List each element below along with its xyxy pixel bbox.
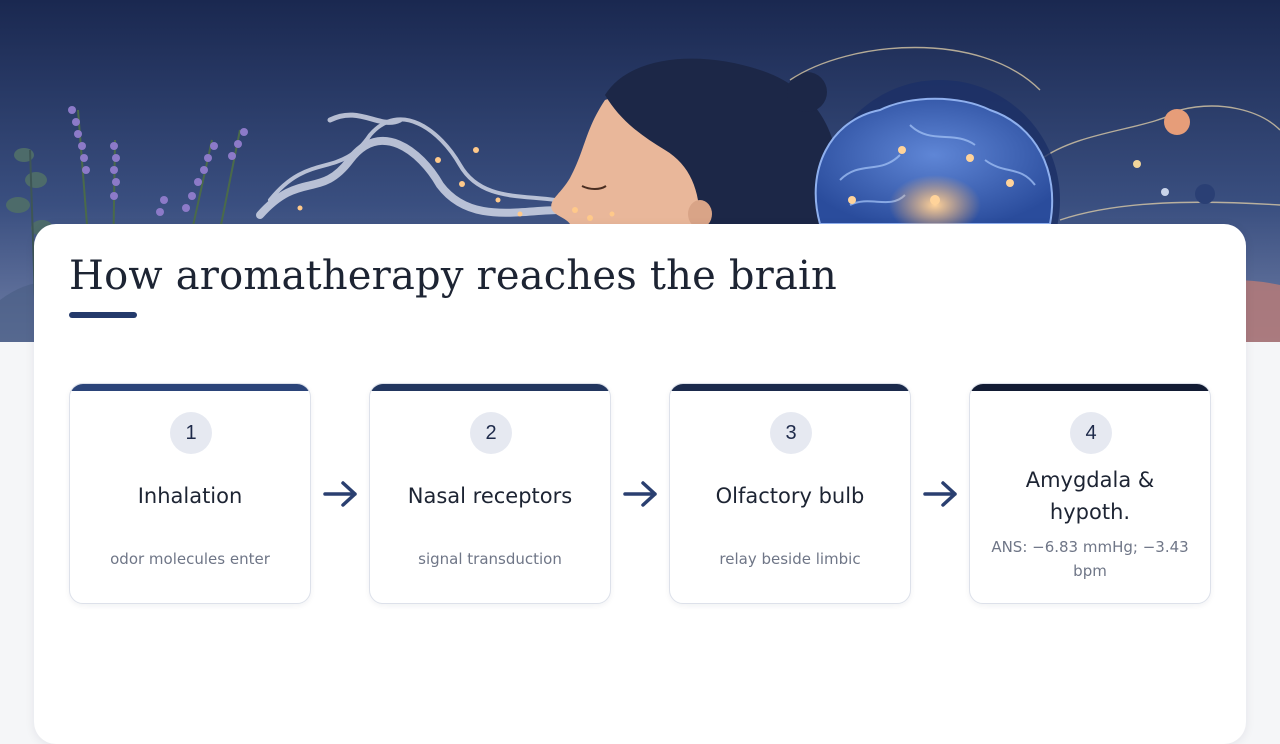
step-number: 1 (170, 412, 212, 454)
step-accent-bar (370, 384, 610, 391)
page-title: How aromatherapy reaches the brain (69, 253, 838, 299)
arrow-right-icon (923, 481, 957, 507)
woman-profile-illustration (551, 58, 839, 228)
step-number: 3 (770, 412, 812, 454)
aroma-wisps (256, 112, 564, 219)
arrow-right-icon (623, 481, 657, 507)
title-underline (69, 312, 137, 318)
step-title: Nasal receptors (407, 484, 573, 508)
step-description: relay beside limbic (719, 550, 861, 568)
step-description: odor molecules enter (110, 550, 270, 568)
arrow-right-icon (323, 481, 357, 507)
step-accent-bar (70, 384, 310, 391)
step-card-nasal-receptors: 2 Nasal receptors signal transduction (369, 383, 611, 604)
step-accent-bar (970, 384, 1210, 391)
step-title: Amygdala & hypoth. (1025, 468, 1155, 524)
step-title: Olfactory bulb (715, 484, 865, 508)
step-number: 4 (1070, 412, 1112, 454)
step-description: signal transduction (418, 550, 562, 568)
step-card-amygdala-hypothalamus: 4 Amygdala & hypoth. ANS: −6.83 mmHg; −3… (969, 383, 1211, 604)
step-number: 2 (470, 412, 512, 454)
brain-illustration (814, 97, 1054, 235)
step-accent-bar (670, 384, 910, 391)
step-title: Inhalation (137, 484, 243, 508)
step-description: ANS: −6.83 mmHg; −3.43 bpm (991, 538, 1189, 580)
step-card-olfactory-bulb: 3 Olfactory bulb relay beside limbic (669, 383, 911, 604)
step-card-inhalation: 1 Inhalation odor molecules enter (69, 383, 311, 604)
